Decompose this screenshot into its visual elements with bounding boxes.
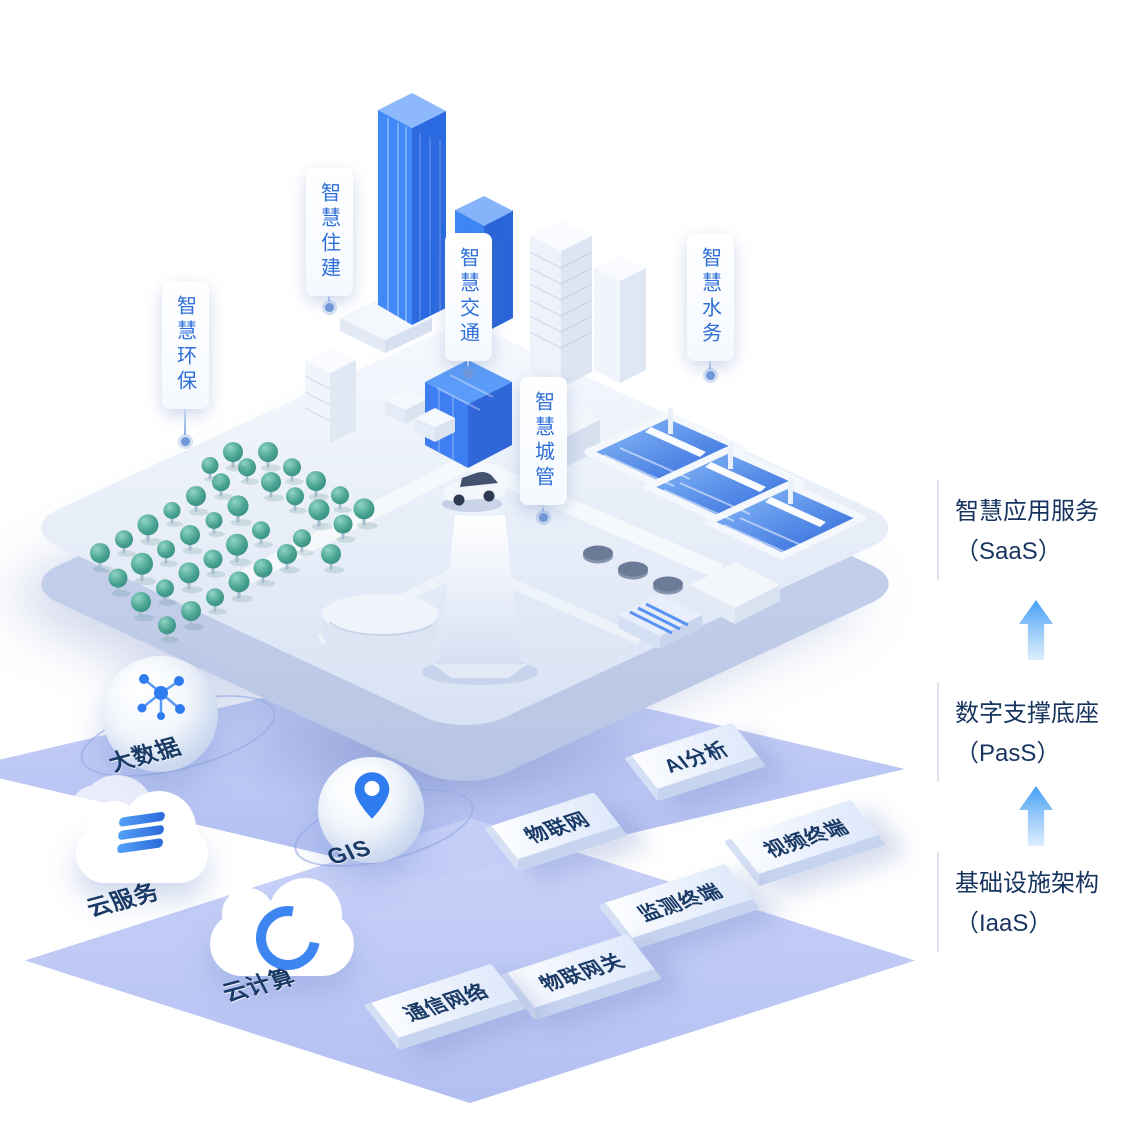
callout-line <box>184 409 186 435</box>
callout-dot <box>180 437 190 446</box>
paas-level-card: 数字支撑底座 （PasS） <box>937 682 1127 782</box>
cloud-service-item: 云服务 <box>58 775 258 930</box>
saas-subtitle: （SaaS） <box>955 537 1062 565</box>
saas-title: 智慧应用服务 <box>955 498 1099 525</box>
callout-line <box>467 361 469 367</box>
callout-label: 智慧水务 <box>686 233 734 361</box>
paas-subtitle: （PasS） <box>955 739 1061 767</box>
cloud-service-label: 云服务 <box>82 878 164 921</box>
saas-level-card: 智慧应用服务 （SaaS） <box>937 480 1127 580</box>
callout-smart-city-mgmt: 智慧城管 <box>519 377 567 522</box>
callout-smart-housing: 智慧住建 <box>305 168 353 312</box>
callout-dot <box>324 303 334 312</box>
iaas-title: 基础设施架构 <box>955 870 1099 897</box>
network-nodes-icon <box>137 674 185 720</box>
callout-smart-transport: 智慧交通 <box>444 233 492 378</box>
server-stack-icon <box>116 807 166 857</box>
callout-dot <box>538 513 548 522</box>
up-arrow-icon <box>1019 786 1053 846</box>
cloud-shape <box>210 878 354 976</box>
gis-item: GIS <box>286 745 482 885</box>
callout-smart-water: 智慧水务 <box>686 233 734 380</box>
cloud-computing-item: 云计算 <box>198 878 398 1015</box>
callout-smart-environment: 智慧环保 <box>161 281 209 446</box>
location-pin-icon <box>354 772 390 819</box>
callout-label: 智慧环保 <box>161 281 209 409</box>
paas-title: 数字支撑底座 <box>955 700 1099 727</box>
callout-dot <box>705 371 715 380</box>
big-data-item: 大数据 <box>70 640 290 810</box>
callout-dot <box>463 369 473 378</box>
iaas-level-card: 基础设施架构 （IaaS） <box>937 852 1127 952</box>
up-arrow-icon <box>1019 600 1053 660</box>
iaas-subtitle: （IaaS） <box>955 909 1053 937</box>
callout-line <box>542 505 544 511</box>
callout-line <box>709 361 711 369</box>
callout-label: 智慧城管 <box>519 377 567 505</box>
callout-line <box>328 296 330 301</box>
callout-label: 智慧住建 <box>305 168 353 296</box>
callout-label: 智慧交通 <box>444 233 492 361</box>
